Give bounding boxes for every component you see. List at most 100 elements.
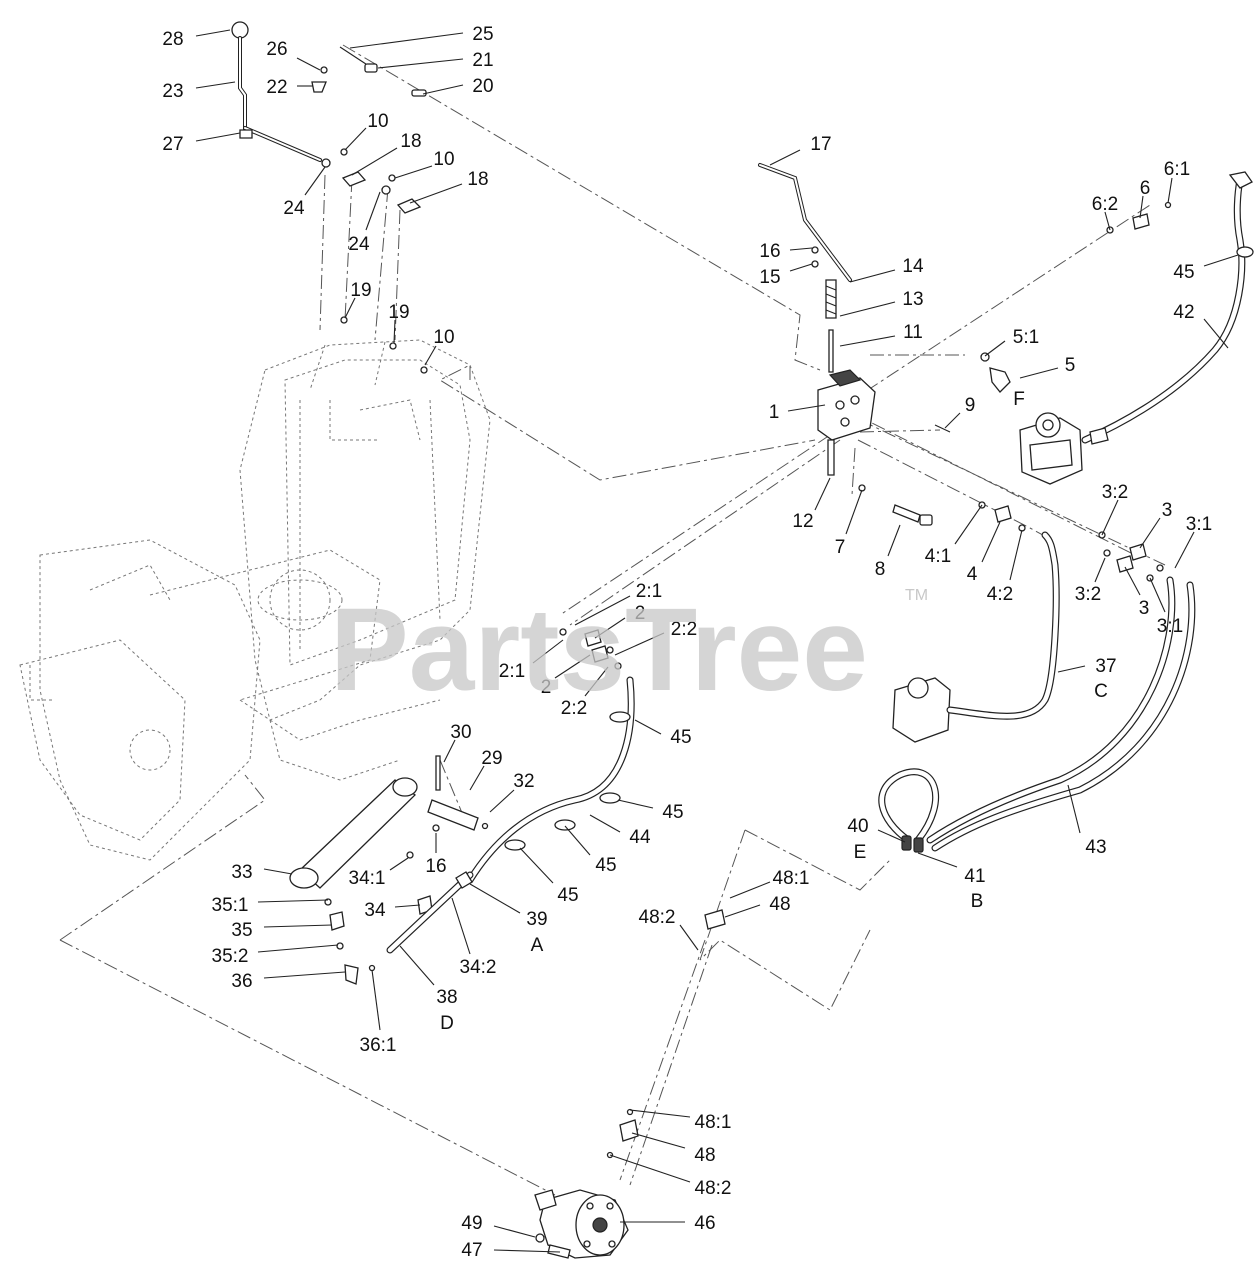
callout-c39: 39 [526, 909, 547, 930]
leader-c24a [304, 166, 326, 196]
callout-c20: 20 [472, 76, 493, 97]
leader-c2b [554, 654, 591, 679]
callout-c2-1a: 2:1 [636, 581, 662, 602]
leader-c21 [377, 58, 464, 69]
leader-c45a [1203, 254, 1239, 267]
leader-c13 [839, 301, 896, 317]
callout-c41: 41 [964, 866, 985, 887]
leader-c28 [195, 29, 231, 37]
callout-c22: 22 [266, 77, 287, 98]
leader-c32 [489, 789, 515, 813]
callout-c24a: 24 [283, 198, 305, 219]
leader-c17 [769, 149, 801, 166]
leader-c2-1a [574, 595, 631, 626]
callout-c4: 4 [967, 564, 978, 585]
callout-c26: 26 [266, 39, 287, 60]
callout-c48-2a: 48:2 [639, 907, 676, 928]
leader-c34 [394, 904, 421, 908]
callout-c3a: 3 [1162, 500, 1173, 521]
leader-c48-1a [729, 881, 771, 899]
callout-c24b: 24 [348, 234, 370, 255]
callout-c3-2b: 3:2 [1075, 584, 1101, 605]
leader-c48b [631, 1132, 686, 1149]
callout-c6: 6 [1140, 178, 1151, 199]
callout-c44: 44 [629, 827, 651, 848]
hose-37-and-pump [892, 501, 1060, 743]
leader-c34-1 [389, 857, 409, 871]
leader-c14 [849, 269, 896, 283]
callout-c8: 8 [875, 559, 886, 580]
callout-c3-2a: 3:2 [1102, 482, 1128, 503]
callout-c11: 11 [903, 322, 923, 343]
callout-c42: 42 [1173, 302, 1194, 323]
leader-c1 [787, 404, 826, 412]
leader-c4-1 [954, 504, 983, 545]
leader-c35 [263, 924, 333, 928]
leader-c33 [263, 868, 293, 875]
callout-c13: 13 [902, 289, 923, 310]
leader-c39 [469, 883, 521, 914]
callout-c19b: 19 [388, 302, 409, 323]
leader-c3b [1124, 566, 1141, 596]
callout-c35: 35 [231, 920, 252, 941]
leader-c48-1b [629, 1109, 691, 1118]
callout-c46: 46 [694, 1213, 715, 1234]
callout-c45c: 45 [662, 802, 683, 823]
callout-c3-1b: 3:1 [1157, 616, 1183, 637]
callout-c19a: 19 [350, 280, 371, 301]
callout-c48-1a: 48:1 [773, 868, 810, 889]
callout-c2-2a: 2:2 [671, 619, 697, 640]
sensor-8 [892, 504, 921, 523]
callout-c40: 40 [847, 816, 868, 837]
callout-c33: 33 [231, 862, 252, 883]
callout-c7: 7 [835, 537, 846, 558]
callout-c48-2b: 48:2 [695, 1178, 732, 1199]
leader-c49 [493, 1225, 536, 1238]
callout-c2b: 2 [541, 677, 552, 698]
callout-c2-1b: 2:1 [499, 661, 525, 682]
leader-c19b [393, 319, 396, 344]
callout-c27: 27 [162, 134, 183, 155]
trademark-symbol: TM [905, 587, 928, 604]
partstree-watermark: PartsTree [330, 584, 868, 716]
callout-c16a: 16 [759, 241, 780, 262]
leader-c6 [1139, 195, 1144, 219]
callout-c5: 5 [1065, 355, 1076, 376]
leader-c2-2a [614, 632, 665, 656]
callout-c1: 1 [769, 402, 780, 423]
callout-c38: 38 [436, 987, 457, 1008]
callout-c35-2: 35:2 [212, 946, 249, 967]
leader-c25 [349, 32, 464, 49]
leader-c38 [399, 945, 435, 986]
leader-c35-1 [257, 899, 329, 903]
control-valve-assembly [758, 163, 1011, 526]
leader-c6-2 [1104, 211, 1111, 231]
leader-c8 [887, 524, 901, 557]
leader-c5 [1019, 367, 1059, 379]
callout-c25: 25 [472, 24, 493, 45]
callout-cF: F [1013, 389, 1025, 410]
callout-c3-1a: 3:1 [1186, 514, 1212, 535]
callout-c17: 17 [810, 134, 831, 155]
leader-c48-2b [609, 1154, 691, 1183]
callout-c48-1b: 48:1 [695, 1112, 732, 1133]
callout-c18a: 18 [400, 131, 421, 152]
leader-c3a [1139, 517, 1161, 549]
leader-c30 [443, 739, 456, 763]
callout-c14: 14 [902, 256, 924, 277]
leader-c2-2b [584, 666, 609, 697]
leader-c48a [724, 904, 761, 918]
callout-c12: 12 [792, 511, 813, 532]
bracket-22 [311, 81, 327, 93]
leader-c10b [394, 165, 433, 179]
callout-c28: 28 [162, 29, 183, 50]
leader-c45c [617, 799, 654, 809]
callout-c2-2b: 2:2 [561, 698, 587, 719]
leader-c11 [839, 335, 896, 347]
leader-c19a [344, 297, 356, 319]
callout-c35-1: 35:1 [212, 895, 249, 916]
callout-c30: 30 [450, 722, 471, 743]
fitting-2 [584, 629, 602, 647]
leader-c43 [1067, 784, 1081, 834]
